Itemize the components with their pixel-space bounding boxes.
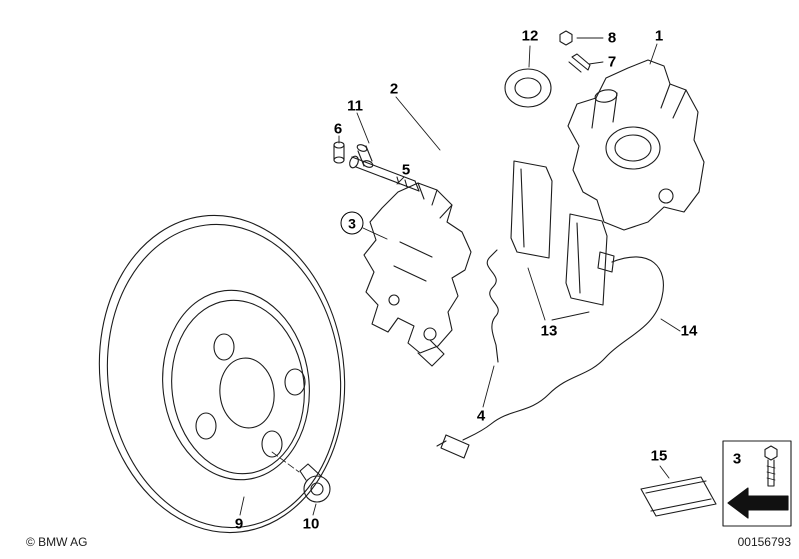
- callout-3[interactable]: 3: [340, 211, 364, 235]
- bleeder-valve: [568, 53, 591, 73]
- callout-10[interactable]: 10: [302, 515, 320, 533]
- callout-14[interactable]: 14: [680, 322, 698, 340]
- inset-box: [722, 440, 792, 527]
- callout-13[interactable]: 13: [540, 322, 558, 340]
- callout-7[interactable]: 7: [607, 53, 617, 71]
- bolt-icon: [764, 445, 778, 487]
- callout-6[interactable]: 6: [333, 120, 343, 138]
- brake-pad-inner: [510, 160, 553, 259]
- callout-2[interactable]: 2: [389, 80, 399, 98]
- brake-disc: [98, 214, 346, 534]
- leader-lines: [239, 37, 681, 516]
- callout-11[interactable]: 11: [347, 97, 363, 115]
- callout-12[interactable]: 12: [521, 27, 539, 45]
- dust-cap: [504, 68, 552, 108]
- retaining-spring: [486, 249, 499, 363]
- direction-arrow-icon: [727, 487, 789, 519]
- wear-sensor-wire: [436, 256, 664, 459]
- callout-9[interactable]: 9: [234, 515, 244, 533]
- guide-bush: [333, 141, 345, 164]
- guide-pin: [349, 155, 420, 192]
- hub-screw: [271, 451, 331, 503]
- guide-sleeve: [356, 144, 374, 168]
- bleeder-cap: [559, 30, 573, 46]
- callout-8[interactable]: 8: [607, 29, 617, 47]
- caliper-carrier: [363, 182, 472, 367]
- callout-1[interactable]: 1: [654, 27, 664, 45]
- grease-packet: [640, 476, 717, 517]
- brake-pad-outer: [565, 213, 615, 306]
- callout-5[interactable]: 5: [401, 161, 411, 179]
- brake-caliper: [567, 59, 705, 231]
- copyright-text: © BMW AG: [26, 535, 88, 549]
- doc-number: 00156793: [737, 535, 791, 549]
- callout-4[interactable]: 4: [476, 407, 486, 425]
- inset-callout-3[interactable]: 3: [732, 450, 742, 468]
- callout-15[interactable]: 15: [650, 447, 668, 465]
